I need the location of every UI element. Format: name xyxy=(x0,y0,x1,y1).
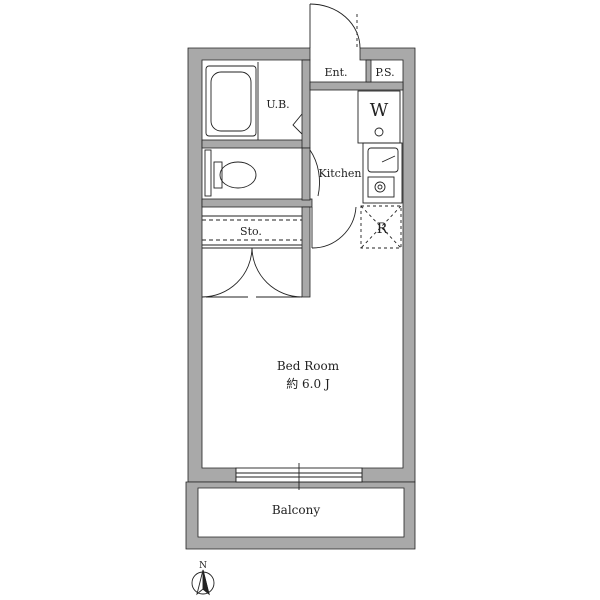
balcony-window[interactable] xyxy=(235,463,363,490)
closet-door-right-swing[interactable] xyxy=(251,247,303,298)
bathtub-inner xyxy=(210,71,252,132)
unit-bath-label: U.B. xyxy=(266,98,289,111)
kitchen-counter xyxy=(362,142,403,204)
refrigerator-diagonal-b xyxy=(360,205,402,249)
wall-entrance-bottom xyxy=(309,81,404,91)
washer-label: W xyxy=(370,100,389,121)
kitchen-label: Kitchen xyxy=(319,167,362,180)
faucet xyxy=(381,155,396,163)
bath-door-mark xyxy=(292,113,303,135)
entrance-label: Ent. xyxy=(324,66,347,79)
closet-door-left-swing[interactable] xyxy=(201,247,253,298)
toilet-room xyxy=(204,149,320,197)
kitchen-door[interactable] xyxy=(311,206,357,249)
storage-closet xyxy=(201,215,303,298)
balcony-label: Balcony xyxy=(272,503,320,517)
north-arrow-half xyxy=(202,569,210,596)
stove xyxy=(367,176,395,198)
wall-toilet-bottom xyxy=(201,198,313,208)
wall-closet-right xyxy=(301,206,311,298)
storage-label: Sto. xyxy=(240,225,262,238)
stove-burner-inner xyxy=(377,184,383,190)
refrigerator-outline xyxy=(360,205,402,249)
north-compass xyxy=(191,569,215,596)
toilet-door-swing xyxy=(309,149,320,197)
unit-bath xyxy=(205,62,303,140)
bedroom-name-label: Bed Room xyxy=(277,359,340,373)
sink-bowl xyxy=(367,147,399,173)
exterior-walls xyxy=(185,47,416,550)
stove-burner xyxy=(374,181,386,193)
washer-drain xyxy=(374,127,384,137)
entrance-door[interactable] xyxy=(309,3,361,49)
wall-ub-bottom xyxy=(201,139,309,149)
pipe-space-label: P.S. xyxy=(375,66,394,79)
refrigerator-diagonal-a xyxy=(360,205,402,249)
entrance-door-swing xyxy=(309,3,361,49)
refrigerator-space xyxy=(360,205,402,249)
bathtub-outer xyxy=(205,65,257,137)
toilet-wall-line xyxy=(204,149,212,197)
toilet-tank xyxy=(213,161,223,189)
north-label: N xyxy=(199,561,207,571)
wall-toilet-right xyxy=(301,147,311,201)
wall-ps-divider xyxy=(365,59,372,83)
refrigerator-label: R xyxy=(377,221,388,237)
wall-ub-right xyxy=(301,59,311,149)
kitchen-counter-body xyxy=(362,142,403,204)
interior-walls xyxy=(201,59,404,298)
bedroom-size-label: 約 6.0 J xyxy=(286,376,330,391)
toilet-bowl xyxy=(219,161,257,189)
kitchen-door-swing xyxy=(311,206,357,249)
